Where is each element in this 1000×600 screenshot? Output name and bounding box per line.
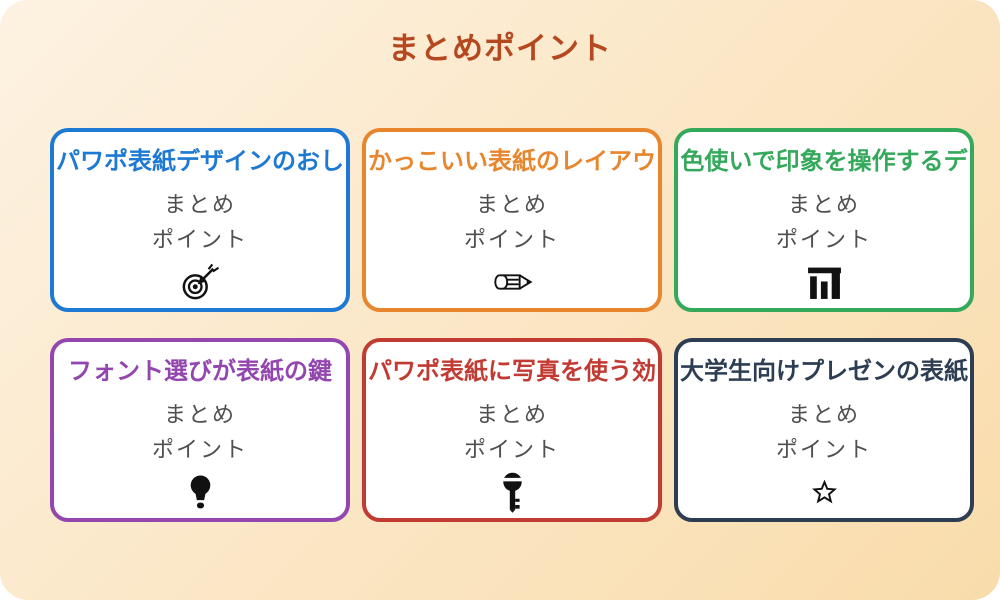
- card-summary-label: まとめ ポイント: [463, 402, 560, 462]
- star-icon: [678, 467, 970, 517]
- lightbulb-icon: [54, 467, 346, 517]
- card-title: パワポ表紙デザインのおし: [56, 148, 344, 175]
- card-title: 大学生向けプレゼンの表紙: [680, 358, 968, 385]
- card-summary-label: まとめ ポイント: [151, 402, 248, 462]
- card-summary-label: まとめ ポイント: [775, 192, 872, 252]
- card-summary-label: まとめ ポイント: [775, 402, 872, 462]
- card-title: かっこいい表紙のレイアウ: [368, 148, 656, 175]
- card-title: 色使いで印象を操作するデ: [680, 148, 968, 175]
- card-font-choice: フォント選びが表紙の鍵 まとめ ポイント: [50, 338, 350, 522]
- card-title: パワポ表紙に写真を使う効: [368, 358, 656, 385]
- bar-chart-icon: [678, 257, 970, 307]
- target-icon: [54, 257, 346, 307]
- card-title: フォント選びが表紙の鍵: [68, 358, 332, 385]
- card-photo-on-cover: パワポ表紙に写真を使う効 まとめ ポイント: [362, 338, 662, 522]
- card-grid: パワポ表紙デザインのおし まとめ ポイント かっこいい表紙のレイアウ まとめ ポ…: [0, 67, 1000, 522]
- card-powerpoint-cover-design: パワポ表紙デザインのおし まとめ ポイント: [50, 128, 350, 312]
- card-cool-cover-layout: かっこいい表紙のレイアウ まとめ ポイント: [362, 128, 662, 312]
- card-color-impression: 色使いで印象を操作するデ まとめ ポイント: [674, 128, 974, 312]
- page-title: まとめポイント: [388, 31, 612, 66]
- card-summary-label: まとめ ポイント: [463, 192, 560, 252]
- pencil-icon: [366, 257, 658, 307]
- card-summary-label: まとめ ポイント: [151, 192, 248, 252]
- key-icon: [366, 467, 658, 517]
- card-university-presentation-cover: 大学生向けプレゼンの表紙 まとめ ポイント: [674, 338, 974, 522]
